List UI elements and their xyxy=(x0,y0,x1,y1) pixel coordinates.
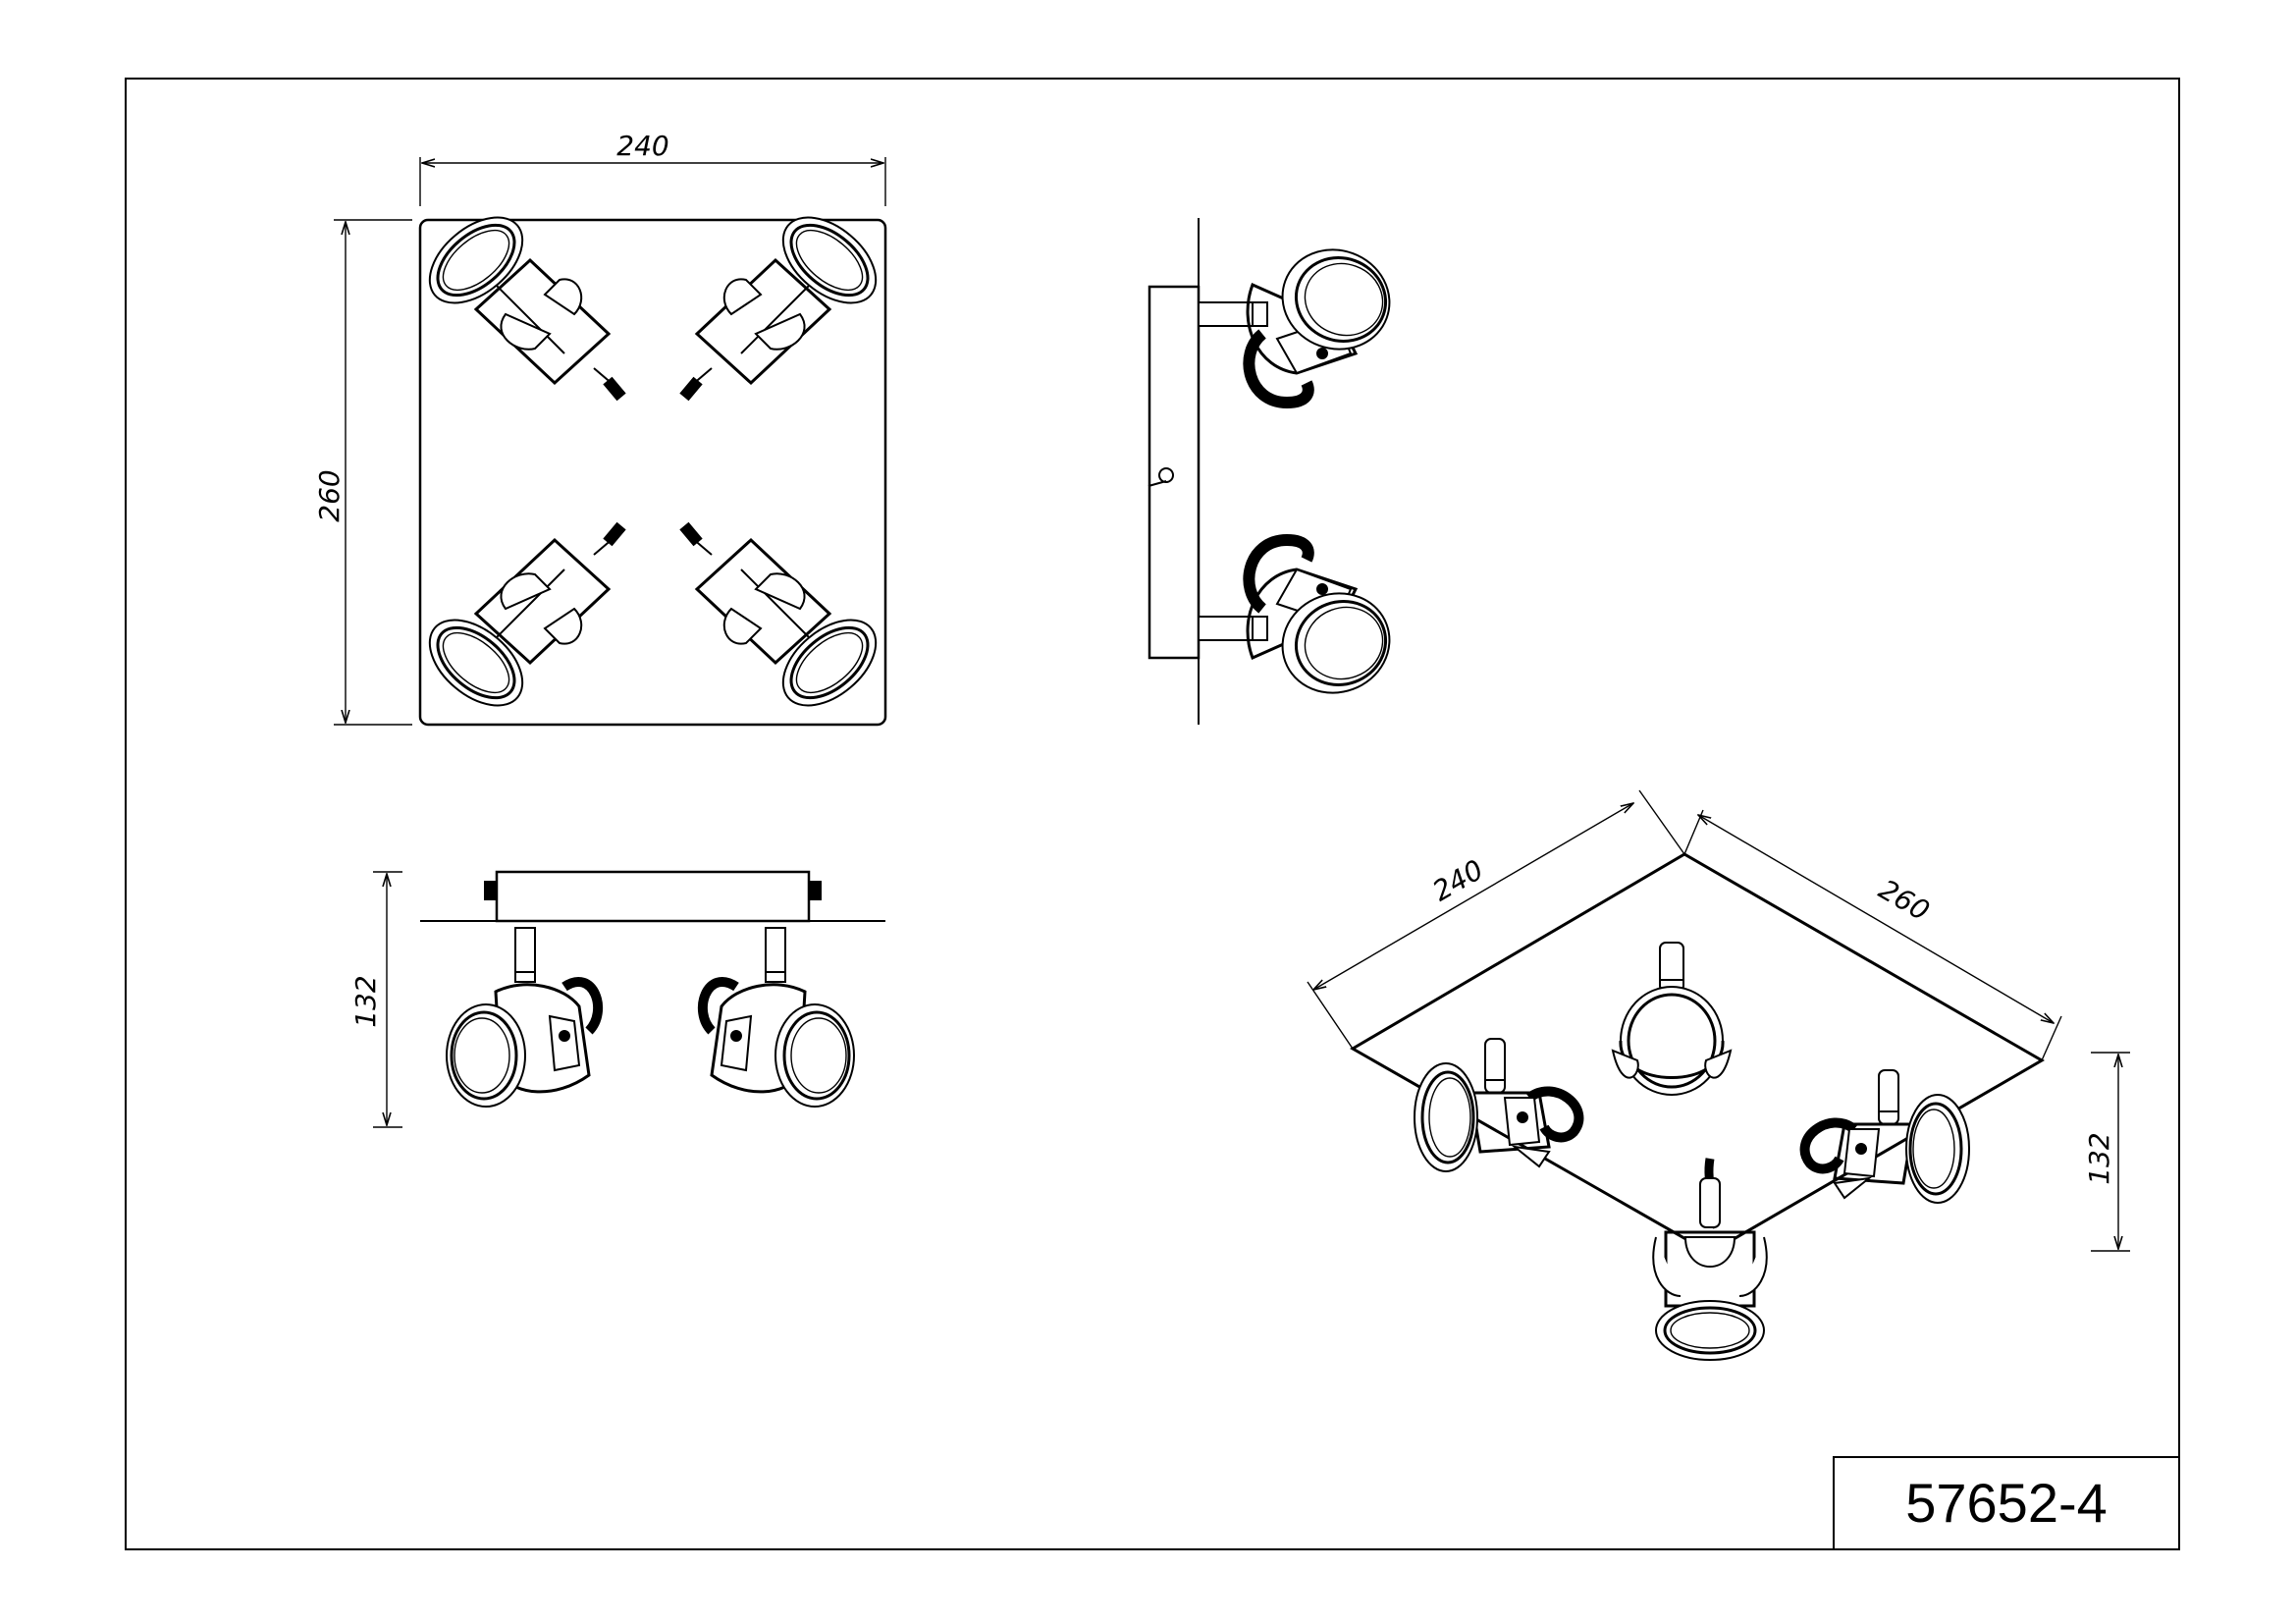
title-block: 57652-4 xyxy=(1833,1456,2180,1550)
dimension-iso-height-label: 132 xyxy=(2083,1132,2115,1184)
dimension-iso-width-label: 240 xyxy=(1427,853,1489,907)
dimension-front-height-label: 132 xyxy=(349,975,382,1027)
front-view: 132 xyxy=(349,870,885,1128)
dimension-height: 260 xyxy=(313,219,412,726)
dimension-height-label: 260 xyxy=(313,469,346,521)
dimension-iso-height: 132 xyxy=(2083,1052,2130,1252)
side-view xyxy=(1148,218,1404,725)
sheet-border xyxy=(125,78,2180,1550)
dimension-width: 240 xyxy=(419,130,886,206)
dimension-front-height: 132 xyxy=(349,871,402,1128)
dimension-iso-depth-label: 260 xyxy=(1873,873,1935,927)
iso-view: 240 260 132 xyxy=(1307,789,2130,1361)
top-view: 240 260 xyxy=(313,130,893,727)
dimension-iso-width: 240 xyxy=(1307,789,1685,1050)
dimension-iso-depth: 260 xyxy=(1683,809,2062,1061)
dimension-width-label: 240 xyxy=(616,130,668,162)
article-number: 57652-4 xyxy=(1905,1472,2108,1534)
